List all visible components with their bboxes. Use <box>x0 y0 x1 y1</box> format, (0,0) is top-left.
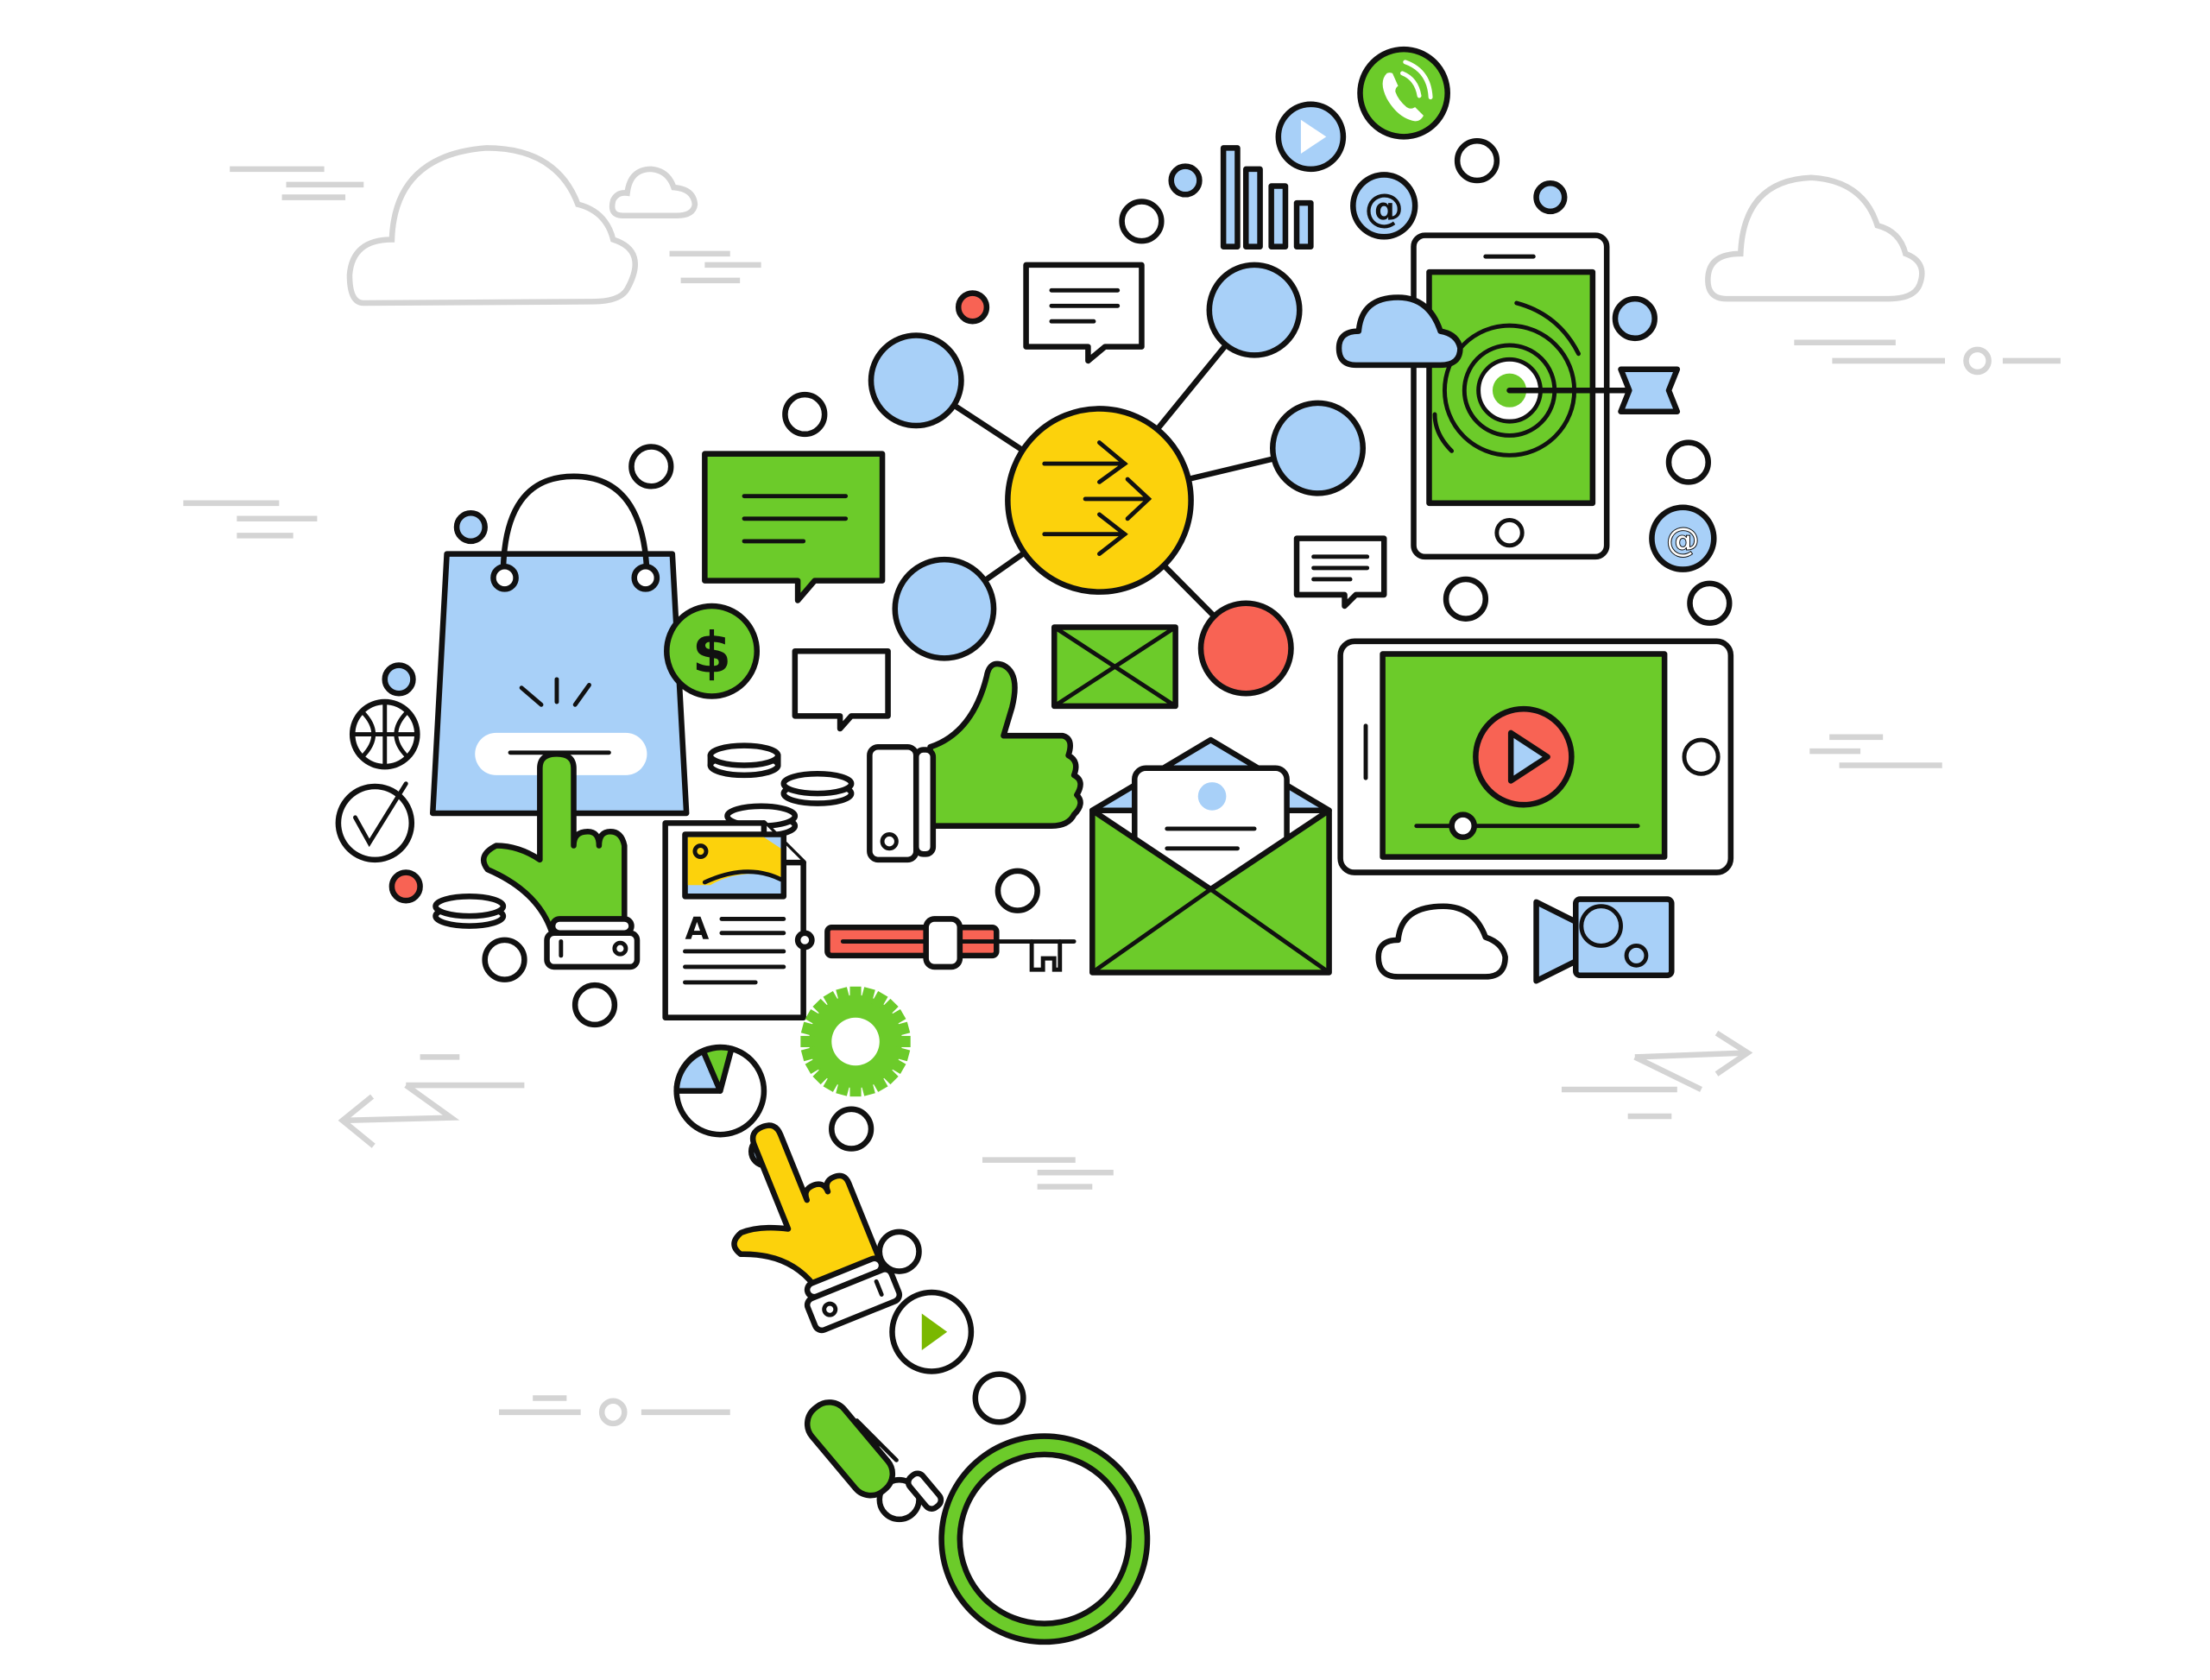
bubble <box>382 662 416 697</box>
cloud-icon-outline <box>1375 903 1508 980</box>
node <box>892 556 997 661</box>
bubble <box>829 1106 875 1152</box>
bubble <box>482 937 527 982</box>
bubble <box>955 290 990 325</box>
globe-icon <box>349 698 420 770</box>
pointing-hand-green-icon <box>480 751 641 970</box>
network-hub-icon <box>868 262 1367 697</box>
dollar-coin-icon: $ <box>664 603 761 699</box>
bubble <box>1687 580 1733 626</box>
bubble <box>994 868 1040 913</box>
at-icon: @ <box>1350 172 1418 240</box>
thumbs-up-icon <box>867 660 1083 863</box>
background-decor <box>183 145 2061 1427</box>
bubble <box>571 982 618 1028</box>
gear-icon <box>800 986 911 1097</box>
node <box>868 332 964 429</box>
bubble <box>1665 439 1711 485</box>
at-glyph-small: @ <box>1666 521 1700 559</box>
play-icon <box>1275 101 1347 173</box>
bubble <box>388 869 423 904</box>
bubble <box>1168 163 1203 198</box>
key-icon <box>824 916 1077 972</box>
decor-ring <box>1963 346 1992 376</box>
magnifier-icon <box>804 1399 1151 1645</box>
bubble <box>876 1228 922 1274</box>
coin <box>780 771 855 806</box>
open-envelope-icon <box>1089 736 1332 976</box>
dart-fletching <box>1618 366 1681 414</box>
bubble <box>1119 199 1165 244</box>
play-button-icon <box>889 1289 975 1374</box>
bubble <box>1612 295 1658 342</box>
chat-bubble-green-icon <box>702 451 886 603</box>
coin <box>707 742 781 779</box>
envelope-icon <box>1051 624 1178 710</box>
bar-chart-icon <box>1220 145 1314 249</box>
arrow-left-decor <box>338 1054 525 1148</box>
bubble <box>782 391 828 438</box>
bubble <box>972 1371 1026 1425</box>
cloud-outline-large-left <box>346 145 638 306</box>
phone-call-icon <box>1357 46 1450 140</box>
at-icon-small: @ <box>1649 504 1717 572</box>
node <box>1270 400 1367 496</box>
tablet-video-icon <box>1337 638 1734 875</box>
cloud-outline-right <box>1705 174 1925 302</box>
bubble <box>628 444 674 489</box>
cloud-outline-small-left <box>609 166 698 219</box>
chat-bubble-icon <box>1023 262 1145 364</box>
chat-bubble-small-icon <box>1293 535 1387 609</box>
decor-ring <box>598 1398 628 1427</box>
shopping-bag-icon <box>430 473 690 817</box>
node <box>1206 262 1303 358</box>
at-glyph: @ <box>1364 185 1404 231</box>
cloud-icon-blue <box>1335 294 1463 369</box>
dollar-glyph: $ <box>692 621 731 686</box>
document-icon: A <box>662 820 815 1020</box>
bubble <box>453 509 488 545</box>
bubble <box>1443 576 1489 622</box>
checkmark-icon <box>335 781 415 863</box>
coin <box>433 894 507 929</box>
forward-arrows-icon <box>1042 440 1152 557</box>
chat-bubble-empty-icon <box>792 647 891 732</box>
mobile-target-icon <box>1411 232 1681 560</box>
arrow-right-decor <box>1561 1030 1753 1120</box>
letter-glyph: A <box>685 911 710 946</box>
node-red <box>1197 600 1294 697</box>
pointing-hand-yellow-icon <box>731 1122 903 1334</box>
video-camera-icon <box>1533 896 1675 984</box>
bubbles <box>382 137 1733 1523</box>
bubble <box>1454 137 1500 184</box>
pie-chart-icon <box>673 1044 767 1138</box>
bubble <box>1533 180 1568 215</box>
coins-icon <box>433 742 855 929</box>
